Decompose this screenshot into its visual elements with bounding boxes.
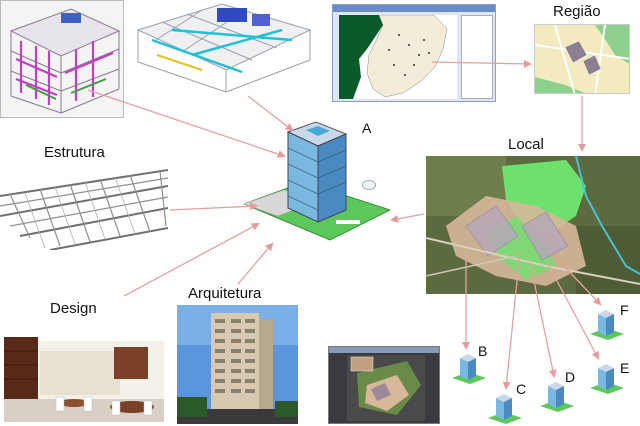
building-c bbox=[488, 390, 522, 426]
bim-model-thumbnail bbox=[0, 0, 124, 118]
map-canvas bbox=[339, 15, 457, 99]
label-regiao: Região bbox=[553, 3, 601, 20]
compass-icon bbox=[362, 180, 376, 190]
letter-a: A bbox=[362, 120, 372, 136]
site-3d-software-thumbnail bbox=[328, 346, 440, 424]
letter-f: F bbox=[620, 302, 629, 318]
letter-b: B bbox=[478, 343, 488, 359]
building-b bbox=[452, 350, 486, 386]
building-f bbox=[590, 306, 624, 342]
mep-model-thumbnail bbox=[132, 0, 314, 95]
window-titlebar bbox=[333, 5, 495, 12]
label-design: Design bbox=[50, 300, 97, 317]
design-interior-photo bbox=[4, 321, 164, 422]
local-aerial-map-thumbnail bbox=[426, 156, 640, 294]
arrow-arquitetura-to-building bbox=[237, 242, 274, 285]
gis-side-panel bbox=[461, 15, 493, 99]
arquitetura-building-photo bbox=[177, 305, 298, 424]
letter-c: C bbox=[516, 381, 527, 397]
building-e bbox=[590, 360, 624, 396]
label-local: Local bbox=[508, 136, 544, 153]
regiao-map-thumbnail bbox=[534, 24, 630, 94]
letter-d: D bbox=[565, 369, 576, 385]
letter-e: E bbox=[620, 360, 630, 376]
central-building-model bbox=[244, 112, 390, 242]
estrutura-steel-frame-thumbnail bbox=[0, 166, 168, 250]
gis-software-thumbnail bbox=[332, 4, 496, 102]
arrow-local-to-building bbox=[390, 213, 425, 223]
label-arquitetura: Arquitetura bbox=[188, 285, 262, 302]
window-toolbar bbox=[329, 347, 439, 353]
building-d bbox=[540, 378, 574, 414]
label-estrutura: Estrutura bbox=[44, 144, 105, 161]
